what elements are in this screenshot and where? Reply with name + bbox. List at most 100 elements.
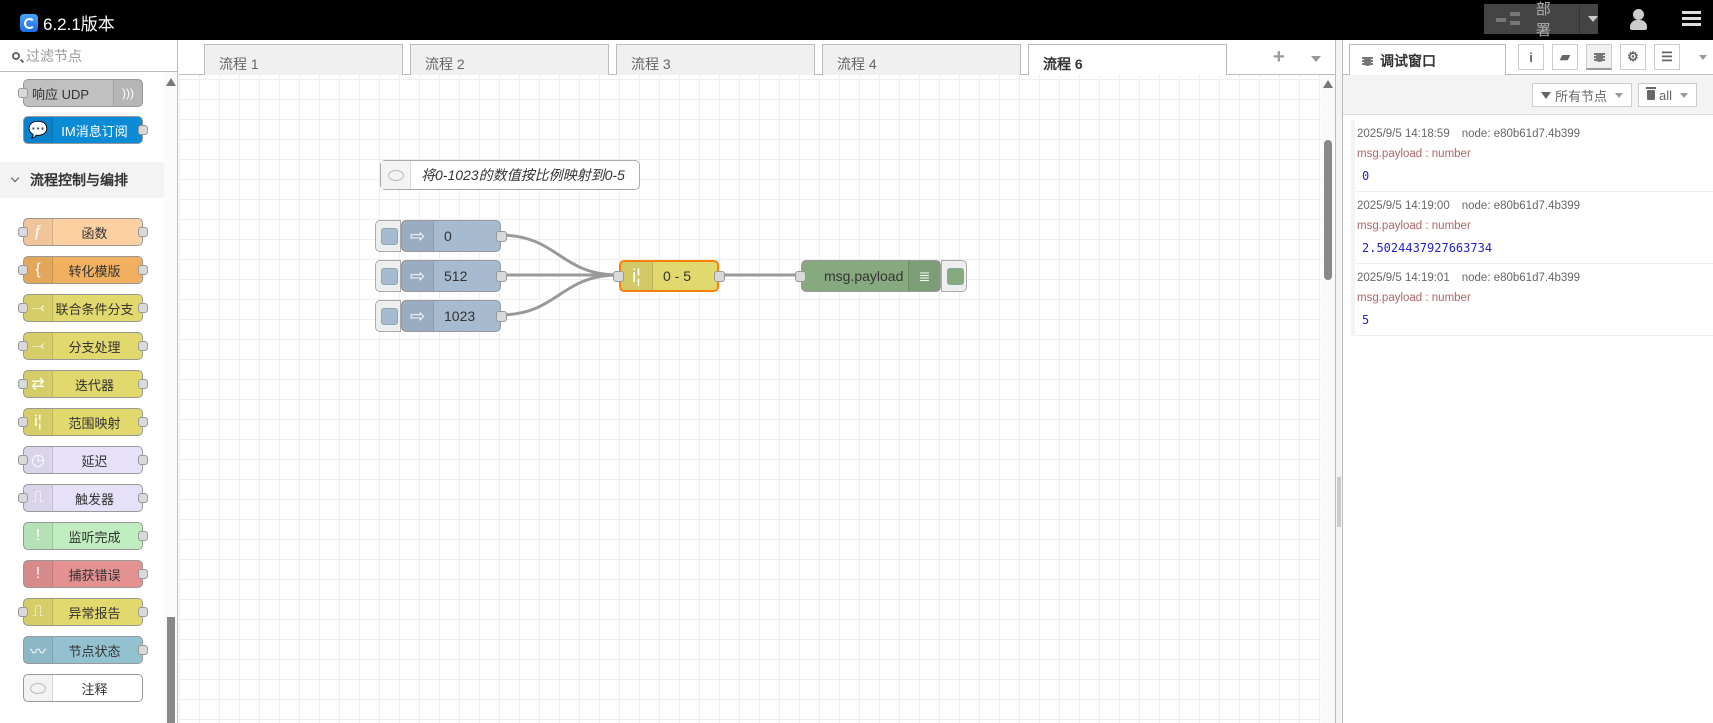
- message-type: msg.payload : number: [1357, 148, 1471, 160]
- tab-flow-2[interactable]: 流程 2: [410, 44, 609, 75]
- trigger-icon: ⎍: [24, 485, 53, 511]
- output-port[interactable]: [496, 271, 507, 282]
- flow-canvas[interactable]: [179, 75, 1321, 723]
- tab-debug[interactable]: 调试窗口: [1349, 44, 1506, 76]
- palette-node-label: 注释: [81, 681, 108, 697]
- palette-node-label: 函数: [81, 225, 108, 241]
- category-label: 流程控制与编排: [30, 172, 128, 188]
- canvas-scrollbar[interactable]: [1321, 75, 1335, 723]
- logo-icon: [20, 13, 38, 32]
- sidebar-resize-handle[interactable]: [1335, 40, 1343, 723]
- palette-scrollbar[interactable]: [164, 72, 177, 723]
- info-icon[interactable]: i: [1518, 44, 1544, 70]
- range-node-label: 0 - 5: [663, 268, 692, 284]
- report-icon: ⎍: [24, 599, 53, 625]
- tab-flow-3[interactable]: 流程 3: [616, 44, 815, 75]
- message-type: msg.payload : number: [1357, 292, 1471, 304]
- palette-node[interactable]: ⇄ 迭代器: [18, 370, 148, 398]
- inject-trigger-button[interactable]: [375, 220, 401, 252]
- palette-node-label: 触发器: [74, 491, 114, 507]
- message-value[interactable]: 0: [1362, 169, 1370, 183]
- palette-node-label: 联合条件分支: [55, 301, 134, 317]
- chevron-down-icon: [10, 173, 20, 183]
- inject-node[interactable]: ⇨ 1023: [401, 300, 507, 332]
- message-node[interactable]: node: e80b61d7.4b399: [1461, 272, 1581, 284]
- loop-icon: ⇄: [24, 371, 53, 397]
- palette-node-udp-response[interactable]: 响应 UDP ))): [18, 79, 143, 107]
- tab-flow-4[interactable]: 流程 4: [822, 44, 1021, 75]
- palette-node-label: 迭代器: [74, 377, 114, 393]
- arrow-right-icon: ⇨: [402, 221, 434, 251]
- debug-toggle-button[interactable]: [941, 260, 967, 292]
- app-logo: 6.2.1版本: [20, 10, 115, 35]
- inject-trigger-button[interactable]: [375, 260, 401, 292]
- inject-trigger-button[interactable]: [375, 300, 401, 332]
- user-icon[interactable]: [1628, 9, 1648, 31]
- tab-flow-1[interactable]: 流程 1: [204, 44, 403, 75]
- message-value[interactable]: 5: [1362, 313, 1370, 327]
- input-port[interactable]: [613, 271, 624, 282]
- palette-node[interactable]: 〰节点状态: [23, 636, 148, 664]
- clear-messages-button[interactable]: all: [1638, 83, 1698, 107]
- output-port[interactable]: [496, 311, 507, 322]
- palette-node[interactable]: ⎍ 异常报告: [18, 598, 148, 626]
- add-flow-icon[interactable]: +: [1273, 46, 1285, 68]
- palette-node[interactable]: ƒ 函数: [18, 218, 148, 246]
- filter-placeholder: 过滤节点: [26, 47, 82, 64]
- timer-icon: ◷: [24, 447, 53, 473]
- main-menu-icon[interactable]: [1682, 11, 1701, 27]
- output-port[interactable]: [714, 271, 725, 282]
- input-port[interactable]: [795, 271, 806, 282]
- palette-node[interactable]: !捕获错误: [23, 560, 148, 588]
- inject-node[interactable]: ⇨0: [401, 220, 507, 252]
- inject-node[interactable]: ⇨512: [401, 260, 507, 292]
- comment-node[interactable]: 将0-1023的数值按比例映射到0-5: [380, 160, 640, 190]
- message-node[interactable]: node: e80b61d7.4b399: [1461, 128, 1581, 140]
- palette-node[interactable]: !监听完成: [23, 522, 148, 550]
- range-icon: i¦: [621, 262, 653, 290]
- search-icon: [12, 51, 20, 60]
- palette-node[interactable]: ◷延迟: [18, 446, 148, 474]
- palette-node[interactable]: ⤙联合条件分支: [18, 294, 148, 322]
- palette-node[interactable]: 注释: [23, 674, 143, 702]
- range-node[interactable]: i¦ 0 - 5: [613, 260, 725, 292]
- palette-node[interactable]: {转化模版: [18, 256, 148, 284]
- palette-node-label: 异常报告: [68, 605, 121, 621]
- sidebar-menu-caret-icon[interactable]: [1699, 55, 1707, 60]
- filter-icon: [1541, 91, 1551, 99]
- book-icon[interactable]: ▰: [1552, 44, 1578, 70]
- palette-node-im-subscribe[interactable]: 💬IM消息订阅: [23, 116, 148, 144]
- palette-filter-input[interactable]: 过滤节点: [0, 40, 177, 72]
- palette-category-flow-control[interactable]: 流程控制与编排: [0, 162, 164, 198]
- arrow-right-icon: ⇨: [402, 261, 434, 291]
- palette-node-label: 范围映射: [68, 415, 121, 431]
- deploy-menu-caret-icon[interactable]: [1588, 16, 1598, 22]
- palette-node[interactable]: ⎍ 触发器: [18, 484, 148, 512]
- palette-node[interactable]: i¦范围映射: [18, 408, 148, 436]
- output-port[interactable]: [496, 231, 507, 242]
- switch-icon: ⤙: [24, 333, 53, 359]
- debug-bug-icon[interactable]: [1586, 44, 1612, 70]
- message-value[interactable]: 2.5024437927663734: [1362, 241, 1493, 255]
- message-node[interactable]: node: e80b61d7.4b399: [1461, 200, 1581, 212]
- flow-list-caret-icon[interactable]: [1311, 56, 1321, 62]
- deploy-button[interactable]: 部署: [1484, 1, 1598, 39]
- wires: [498, 233, 801, 317]
- filter-label: 所有节点: [1555, 88, 1608, 104]
- debug-node[interactable]: msg.payload≣: [795, 260, 941, 292]
- header-bar: 6.2.1版本 部署: [0, 0, 1713, 40]
- tab-flow-6[interactable]: 流程 6: [1028, 44, 1227, 76]
- inject-node-label: 0: [444, 228, 452, 244]
- divider: [1579, 4, 1580, 34]
- function-icon: ƒ: [24, 219, 53, 245]
- switch-icon: ⤙: [24, 295, 53, 321]
- inject-node-label: 1023: [444, 308, 476, 324]
- database-icon[interactable]: ☰: [1654, 44, 1680, 70]
- arrow-right-icon: ⇨: [402, 301, 434, 331]
- gear-icon[interactable]: ⚙: [1620, 44, 1646, 70]
- filter-nodes-button[interactable]: 所有节点: [1532, 83, 1633, 107]
- palette-node[interactable]: ⤙分支处理: [18, 332, 148, 360]
